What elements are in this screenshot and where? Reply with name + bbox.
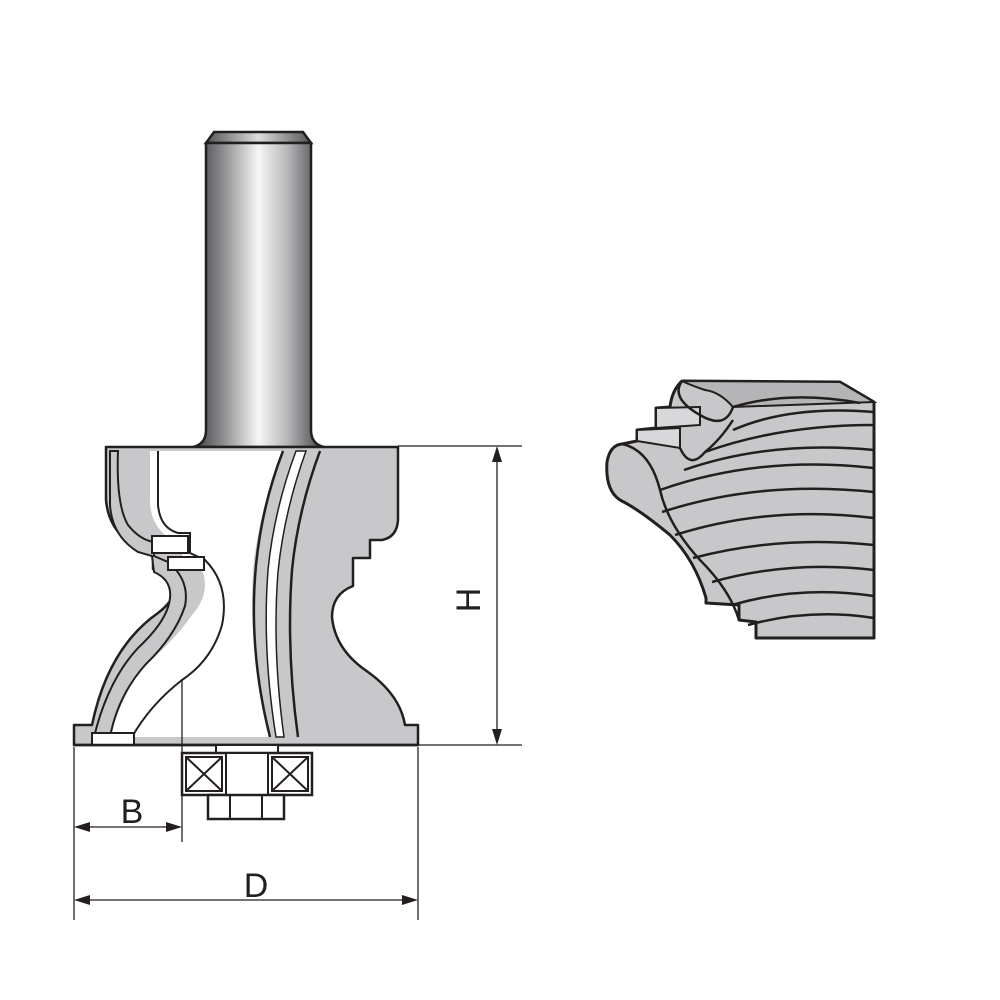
shank-body [192,141,325,449]
cutter-body [72,445,420,747]
flute-left-edge [252,450,285,738]
profile-edge-strip [92,450,187,738]
b-arrow-left [74,822,90,832]
shank-top-chamfer [203,130,314,145]
dimension-lines [73,445,522,920]
d-arrow-left [74,895,90,905]
dimension-label-d: D [244,867,269,905]
profile-inner-line [131,451,225,738]
bearing-race-right-x2 [271,756,309,792]
molding-grain-lines [659,396,875,627]
b-arrow-right [166,822,182,832]
flute-white-stripe [265,450,308,738]
dimension-label-h: H [450,588,488,613]
profile-step-upper [151,535,189,554]
bearing-screw-head [206,793,286,821]
cutter-white-face [110,451,283,737]
d-arrow-right [402,895,418,905]
flute-right-edge [288,450,322,738]
profile-step-lower [167,556,205,571]
molding-profile [605,379,878,640]
bearing-race-left-x2 [185,756,223,792]
h-arrow-bottom [492,729,502,745]
molding-step-1 [655,405,701,430]
molding-ogee-curve [621,442,741,621]
shank [192,130,325,449]
bearing-assembly [180,744,314,821]
molding-outline [605,379,876,640]
molding-top-face [681,380,878,409]
dimension-label-b: B [121,793,144,831]
base-insert [91,732,135,746]
bearing-hub [225,752,269,796]
molding-bead-curve [677,380,735,423]
h-arrow-top [492,446,502,462]
